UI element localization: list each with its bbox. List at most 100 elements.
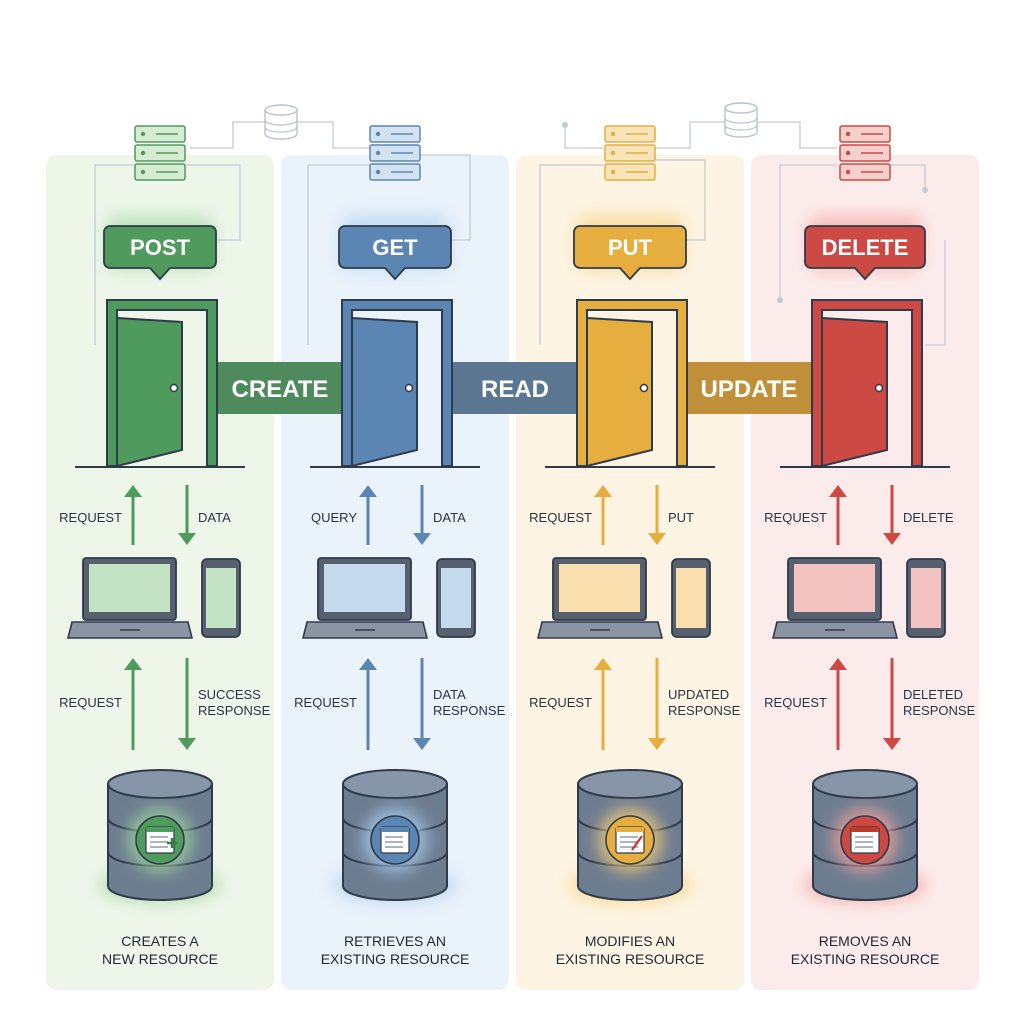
column-description: CREATES A: [121, 933, 199, 949]
database-icon: [333, 769, 457, 903]
network-node: [562, 122, 568, 128]
arrow-label: REQUEST: [764, 695, 827, 710]
network-line: [296, 121, 370, 149]
method-bubble-get: GET: [338, 215, 452, 281]
network-line: [779, 164, 837, 300]
network-line: [539, 164, 603, 345]
phone-icon: [906, 558, 946, 638]
document-plus-icon: [128, 808, 192, 872]
band-label: CREATE: [232, 376, 329, 403]
arrow-up-icon: [829, 658, 847, 750]
band-label: UPDATE: [701, 376, 798, 403]
server-stack-icon: [134, 125, 186, 181]
column-description: MODIFIES AN: [585, 933, 675, 949]
arrow-down-icon: [413, 658, 431, 750]
arrow-label: REQUEST: [59, 510, 122, 525]
arrow-label: DELETED: [903, 687, 963, 702]
door-icon: [75, 299, 245, 468]
arrow-label: PUT: [668, 510, 694, 525]
arrow-up-icon: [359, 658, 377, 750]
column-description: REMOVES AN: [819, 933, 912, 949]
laptop-icon: [771, 557, 899, 639]
arrow-down-icon: [178, 485, 196, 545]
network-line: [420, 154, 471, 241]
laptop-icon: [536, 557, 664, 639]
band-create: [217, 362, 343, 414]
network-line: [653, 159, 706, 241]
document-remove-icon: [833, 808, 897, 872]
arrow-label: QUERY: [311, 510, 357, 525]
database-small-icon: [264, 104, 298, 140]
database-icon: [98, 769, 222, 903]
arrow-up-icon: [594, 658, 612, 750]
arrow-down-icon: [883, 485, 901, 545]
arrow-label: REQUEST: [529, 510, 592, 525]
door-icon: [780, 299, 950, 468]
arrow-down-icon: [883, 658, 901, 750]
arrow-label: REQUEST: [764, 510, 827, 525]
arrow-up-icon: [124, 658, 142, 750]
network-line: [564, 125, 603, 149]
arrow-up-icon: [594, 485, 612, 545]
arrow-label: RESPONSE: [903, 703, 976, 718]
phone-icon: [436, 558, 476, 638]
method-bubble-post: POST: [103, 215, 217, 281]
document-icon: [363, 808, 427, 872]
network-line: [307, 164, 370, 345]
database-small-icon: [724, 102, 758, 138]
arrow-down-icon: [648, 485, 666, 545]
arrow-down-icon: [648, 658, 666, 750]
column-delete: DELETE REQUEST DELETE REQUEST DELETEDRESPONS…: [764, 125, 976, 967]
laptop-icon: [66, 557, 194, 639]
document-edit-icon: [598, 808, 662, 872]
network-line: [655, 121, 725, 149]
laptop-icon: [301, 557, 429, 639]
phone-icon: [201, 558, 241, 638]
arrow-label: DATA: [433, 687, 466, 702]
method-label: DELETE: [822, 235, 909, 260]
column-description: NEW RESOURCE: [102, 951, 218, 967]
arrow-label: REQUEST: [529, 695, 592, 710]
database-icon: [803, 769, 927, 903]
arrow-label: REQUEST: [59, 695, 122, 710]
arrow-label: DATA: [433, 510, 466, 525]
server-stack-icon: [604, 125, 656, 181]
network-node: [922, 187, 928, 193]
arrow-label: RESPONSE: [433, 703, 506, 718]
network-line: [94, 164, 137, 345]
door-icon: [310, 299, 480, 468]
column-description: RETRIEVES AN: [344, 933, 446, 949]
band-read: [452, 362, 578, 414]
band-update: [686, 362, 812, 414]
network-line: [887, 164, 926, 190]
band-label: READ: [481, 376, 549, 403]
method-bubble-put: PUT: [573, 215, 687, 281]
server-stack-icon: [839, 125, 891, 181]
network-node: [777, 297, 783, 303]
method-label: POST: [130, 235, 190, 260]
database-icon: [568, 769, 692, 903]
arrow-down-icon: [413, 485, 431, 545]
door-icon: [545, 299, 715, 468]
arrow-label: UPDATED: [668, 687, 729, 702]
network-line: [925, 240, 946, 346]
phone-icon: [671, 558, 711, 638]
method-bubble-delete: DELETE: [804, 215, 926, 281]
network-line: [186, 164, 241, 241]
arrow-label: REQUEST: [294, 695, 357, 710]
arrow-up-icon: [359, 485, 377, 545]
column-description: EXISTING RESOURCE: [321, 951, 470, 967]
method-label: GET: [372, 235, 418, 260]
column-description: EXISTING RESOURCE: [791, 951, 940, 967]
network-line: [758, 121, 837, 149]
arrow-label: RESPONSE: [198, 703, 271, 718]
arrow-label: DELETE: [903, 510, 954, 525]
server-stack-icon: [369, 125, 421, 181]
arrow-up-icon: [829, 485, 847, 545]
column-description: EXISTING RESOURCE: [556, 951, 705, 967]
arrow-label: SUCCESS: [198, 687, 261, 702]
